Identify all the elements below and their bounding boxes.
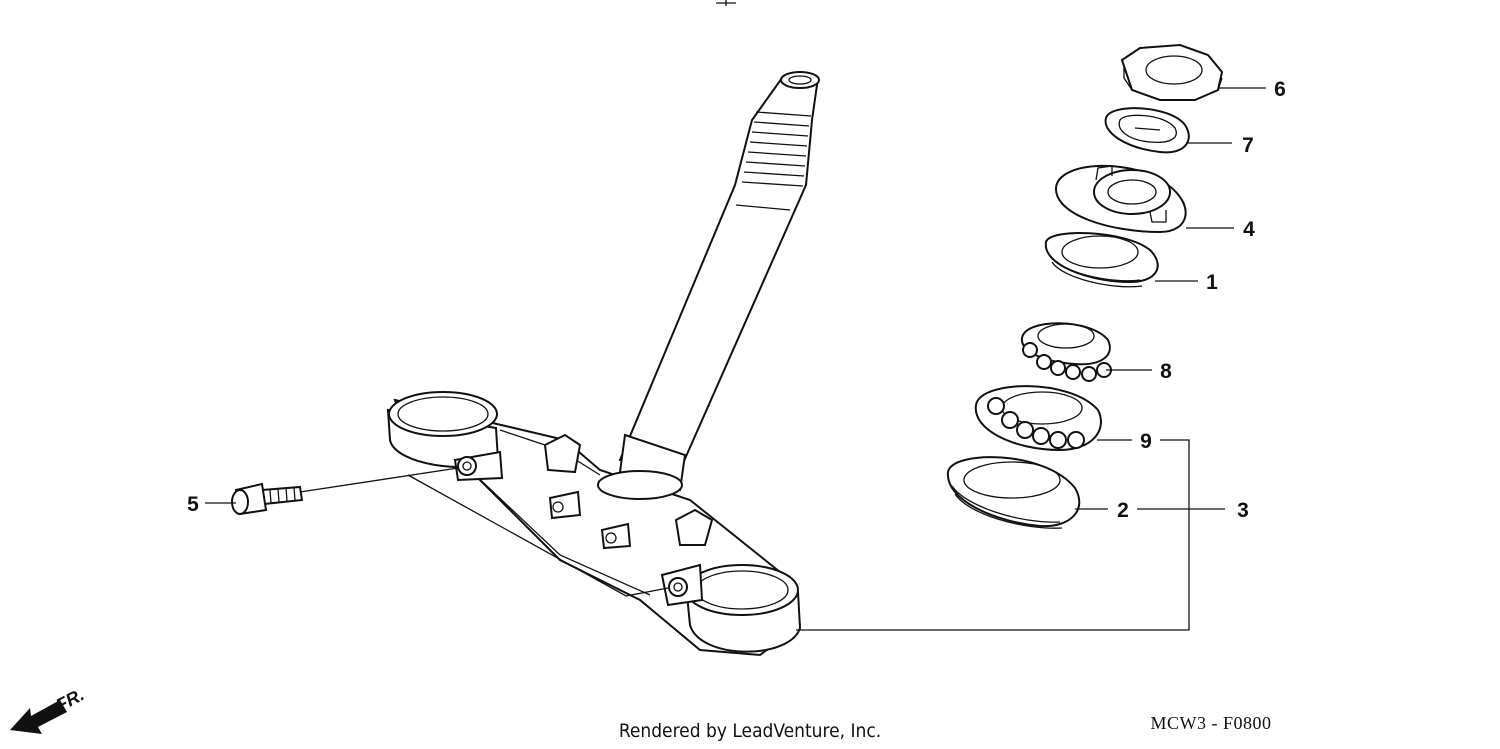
callout-6: 6: [1274, 78, 1286, 101]
callout-5: 5: [187, 493, 199, 516]
lock-nut-part: [1120, 43, 1224, 101]
top-mark: [716, 0, 736, 6]
bolt-part: [231, 482, 304, 516]
leader-lines: [205, 87, 1266, 631]
right-fork-clamp: [660, 563, 802, 653]
inner-race-part: [946, 456, 1081, 529]
lower-bearing-part: [974, 385, 1102, 452]
outer-race-part: [1044, 231, 1159, 288]
steering-stem-assembly: [386, 71, 820, 657]
callout-1: 1: [1206, 271, 1218, 294]
stem-threads: [735, 111, 812, 211]
callout-2: 2: [1117, 499, 1129, 522]
footer-credit: Rendered by LeadVenture, Inc.: [619, 720, 881, 742]
diagram-code: MCW3 - F0800: [1150, 713, 1271, 733]
callout-3: 3: [1237, 499, 1249, 522]
adjust-nut-part: [1054, 164, 1187, 234]
upper-bearing-part: [1020, 322, 1112, 382]
callout-9: 9: [1140, 430, 1152, 453]
left-fork-clamp: [386, 391, 504, 482]
front-direction-arrow-icon: [10, 700, 67, 734]
callout-8: 8: [1160, 360, 1172, 383]
callout-7: 7: [1242, 134, 1254, 157]
front-direction-indicator: FR.: [10, 684, 87, 734]
lock-washer-part: [1104, 107, 1190, 154]
callout-4: 4: [1243, 218, 1255, 241]
